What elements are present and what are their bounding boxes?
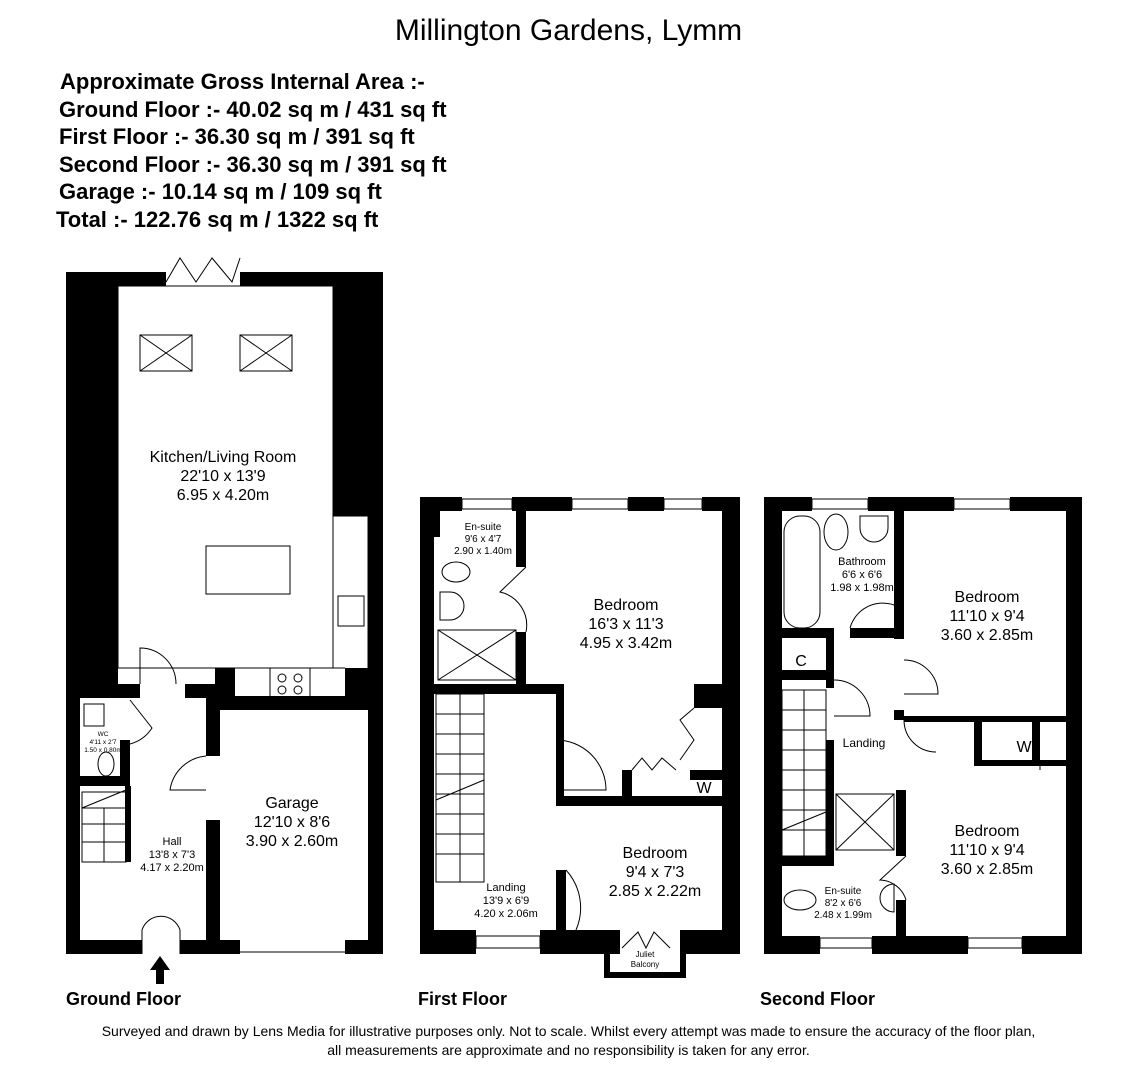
room-metric: 2.48 x 1.99m [814, 910, 872, 921]
room-metric: 2.90 x 1.40m [454, 546, 512, 557]
room-metric: 1.50 x 0.80m [84, 746, 122, 754]
disclaimer: Surveyed and drawn by Lens Media for ill… [0, 1022, 1137, 1060]
room-name: Kitchen/Living Room [149, 449, 297, 466]
room-metric: 4.20 x 2.06m [474, 908, 538, 921]
room-imperial: 4'11 x 2'7 [89, 738, 117, 746]
room-label-ensuite: En-suite 9'6 x 4'7 2.90 x 1.40m [454, 522, 512, 558]
room-imperial: 11'10 x 9'4 [949, 842, 1025, 860]
room-imperial: 8'2 x 6'6 [824, 898, 862, 909]
room-name: Bathroom [838, 556, 886, 568]
room-label-landing-2: Landing [842, 736, 886, 750]
room-imperial: 13'8 x 7'3 [148, 849, 196, 862]
room-label-bedroom-3: Bedroom 11'10 x 9'4 3.60 x 2.85m [941, 588, 1034, 646]
area-summary: Approximate Gross Internal Area :- Groun… [56, 68, 447, 233]
room-metric: 3.90 x 2.60m [245, 833, 339, 851]
room-name: En-suite [464, 522, 502, 533]
disclaimer-line-2: all measurements are approximate and no … [327, 1042, 810, 1058]
room-imperial: 22'10 x 13'9 [180, 468, 266, 486]
room-label-kitchen: Kitchen/Living Room 22'10 x 13'9 6.95 x … [150, 448, 297, 506]
room-name: Bedroom [622, 845, 688, 862]
wardrobe-label-2: W [1016, 739, 1032, 756]
balcony-line-2: Balcony [630, 959, 660, 969]
room-name: Bedroom [954, 589, 1020, 606]
cupboard-label: C [795, 653, 807, 670]
juliet-balcony-label: Juliet Balcony [631, 950, 659, 969]
room-metric: 3.60 x 2.85m [940, 861, 1034, 879]
room-label-bathroom: Bathroom 6'6 x 6'6 1.98 x 1.98m [830, 556, 894, 596]
room-name: En-suite [824, 886, 862, 897]
room-label-garage: Garage 12'10 x 8'6 3.90 x 2.60m [246, 794, 339, 852]
room-imperial: 16'3 x 11'3 [588, 616, 664, 634]
room-label-landing: Landing 13'9 x 6'9 4.20 x 2.06m [474, 882, 538, 922]
room-metric: 3.60 x 2.85m [940, 627, 1034, 645]
room-name: WC [97, 731, 109, 738]
room-metric: 4.95 x 3.42m [579, 635, 673, 653]
room-name: Garage [265, 795, 319, 812]
room-metric: 4.17 x 2.20m [140, 862, 204, 875]
balcony-line-1: Juliet [635, 950, 655, 959]
floor-name-first: First Floor [418, 989, 507, 1009]
floor-name-ground: Ground Floor [66, 989, 181, 1009]
room-label-bedroom-1: Bedroom 16'3 x 11'3 4.95 x 3.42m [580, 596, 673, 654]
room-metric: 2.85 x 2.22m [608, 883, 702, 901]
room-metric: 1.98 x 1.98m [830, 582, 894, 595]
area-total: Total :- 122.76 sq m / 1322 sq ft [56, 206, 379, 232]
room-imperial: 11'10 x 9'4 [949, 608, 1025, 626]
room-metric: 6.95 x 4.20m [176, 487, 270, 505]
area-ground: Ground Floor :- 40.02 sq m / 431 sq ft [59, 96, 447, 122]
room-name: Hall [162, 836, 182, 848]
page-title: Millington Gardens, Lymm [394, 14, 743, 47]
room-imperial: 6'6 x 6'6 [841, 569, 883, 582]
room-name: Bedroom [593, 597, 659, 614]
room-label-wc: WC 4'11 x 2'7 1.50 x 0.80m [84, 731, 122, 754]
room-imperial: 9'6 x 4'7 [464, 534, 502, 545]
room-label-bedroom-4: Bedroom 11'10 x 9'4 3.60 x 2.85m [941, 822, 1034, 880]
room-imperial: 9'4 x 7'3 [625, 864, 685, 882]
area-first: First Floor :- 36.30 sq m / 391 sq ft [59, 124, 415, 149]
floor-name-second: Second Floor [760, 989, 876, 1009]
room-label-hall: Hall 13'8 x 7'3 4.17 x 2.20m [140, 836, 204, 876]
room-label-bedroom-2: Bedroom 9'4 x 7'3 2.85 x 2.22m [609, 844, 702, 902]
room-name: Landing [486, 882, 526, 894]
room-imperial: 13'9 x 6'9 [482, 895, 530, 908]
wardrobe-label: W [696, 780, 712, 797]
disclaimer-line-1: Surveyed and drawn by Lens Media for ill… [101, 1023, 1036, 1039]
room-label-ensuite-2: En-suite 8'2 x 6'6 2.48 x 1.99m [814, 886, 872, 922]
room-imperial: 12'10 x 8'6 [253, 814, 331, 832]
area-heading: Approximate Gross Internal Area :- [60, 69, 425, 94]
area-second: Second Floor :- 36.30 sq m / 391 sq ft [59, 151, 447, 177]
room-name: Bedroom [954, 823, 1020, 840]
area-garage: Garage :- 10.14 sq m / 109 sq ft [59, 179, 382, 204]
